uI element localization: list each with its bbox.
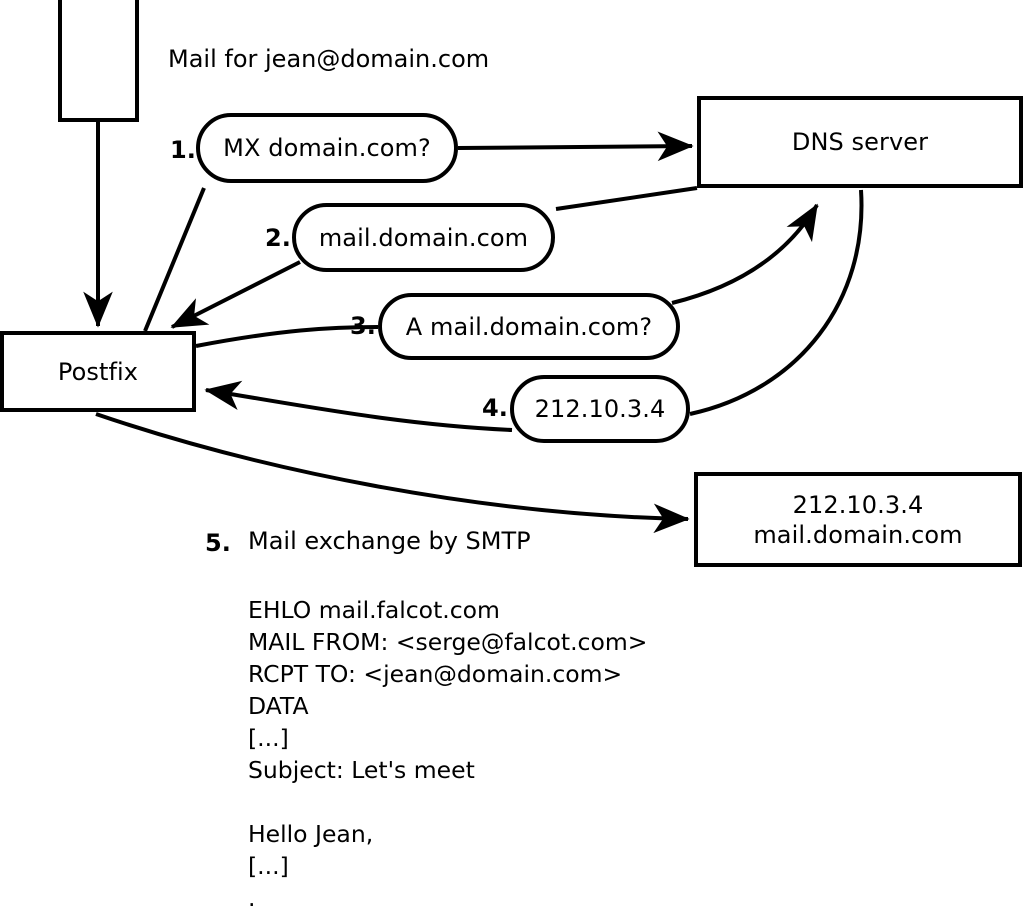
step-4-pill[interactable]: 212.10.3.4 <box>510 375 690 443</box>
arrow-step1-to-dns <box>457 131 694 162</box>
line-postfix-to-step3 <box>195 325 379 348</box>
line-postfix-to-step1 <box>143 187 206 332</box>
smtp-transcript-line: . <box>248 884 256 912</box>
step-4-label: 212.10.3.4 <box>534 395 666 423</box>
line-dns-to-step2 <box>555 186 698 211</box>
step-1-number: 1. <box>170 136 196 164</box>
step-2-label: mail.domain.com <box>318 223 529 252</box>
smtp-transcript-line: [...] <box>248 724 289 752</box>
smtp-transcript-line: Subject: Let's meet <box>248 756 475 784</box>
step-5-number: 5. <box>205 529 231 557</box>
smtp-transcript-line: MAIL FROM: <serge@falcot.com> <box>248 628 648 656</box>
step-2-number: 2. <box>265 224 291 252</box>
arrow-step4-to-postfix <box>204 380 513 432</box>
arrow-postfix-to-target <box>95 412 690 534</box>
mail-for-note: Mail for jean@domain.com <box>168 45 490 73</box>
step-4-number: 4. <box>482 394 508 422</box>
smtp-transcript-line: RCPT TO: <jean@domain.com> <box>248 660 623 688</box>
step-3-label: A mail.domain.com? <box>405 312 653 341</box>
smtp-transcript-line <box>248 786 647 818</box>
step-1-label: MX domain.com? <box>223 134 431 162</box>
step-1-pill[interactable]: MX domain.com? <box>196 113 458 183</box>
dns-server-label: DNS server <box>791 128 929 156</box>
target-mail-server-box[interactable]: 212.10.3.4 mail.domain.com <box>694 472 1022 567</box>
client-box[interactable] <box>58 0 139 122</box>
line-dns-to-step4 <box>689 189 864 416</box>
step-5-label: Mail exchange by SMTP <box>248 527 531 555</box>
smtp-transcript-line: [...] <box>248 852 289 880</box>
step-2-pill[interactable]: mail.domain.com <box>292 203 555 272</box>
arrow-step3-to-dns <box>671 203 819 305</box>
postfix-label: Postfix <box>57 357 139 386</box>
smtp-transcript-line: Hello Jean, <box>248 820 374 848</box>
arrow-step2-to-postfix <box>170 260 301 329</box>
dns-server-box[interactable]: DNS server <box>697 96 1023 188</box>
smtp-transcript-line: DATA <box>248 692 309 720</box>
step-3-number: 3. <box>350 312 376 340</box>
target-ip-label: 212.10.3.4 <box>792 490 924 519</box>
target-host-label: mail.domain.com <box>753 520 963 549</box>
step-3-pill[interactable]: A mail.domain.com? <box>378 293 680 360</box>
postfix-box[interactable]: Postfix <box>0 331 196 412</box>
smtp-transcript-line: EHLO mail.falcot.com <box>248 596 500 624</box>
target-mail-server-labels: 212.10.3.4 mail.domain.com <box>753 490 962 550</box>
